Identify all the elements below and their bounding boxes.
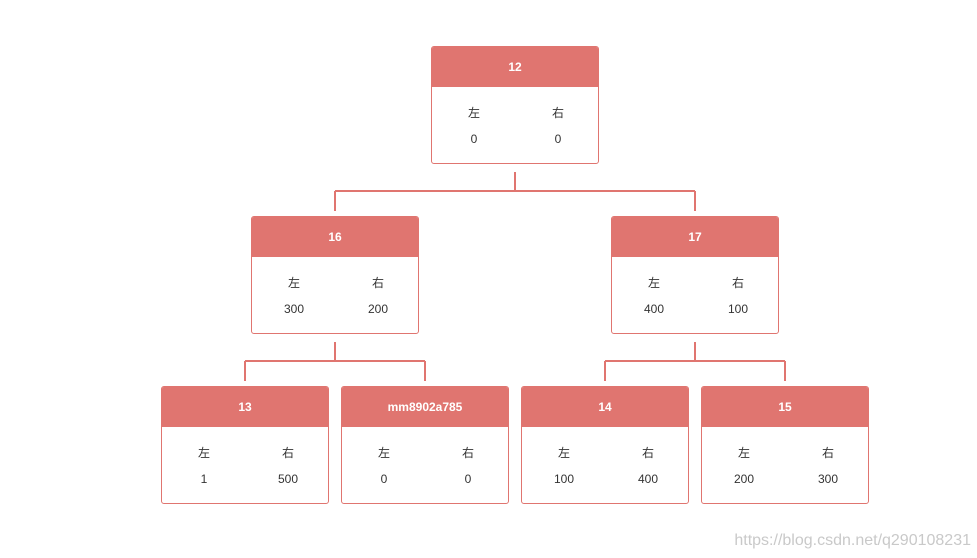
left-label: 左 — [467, 106, 480, 120]
node-title: mm8902a785 — [342, 387, 508, 427]
node-title: 13 — [162, 387, 328, 427]
tree-node-root: 12 左 右 0 0 — [431, 46, 599, 164]
right-label: 右 — [281, 446, 294, 460]
tree-node-13: 13 左 右 1 500 — [161, 386, 329, 504]
right-label: 右 — [461, 446, 474, 460]
node-body: 左 右 100 400 — [522, 427, 688, 503]
node-title: 16 — [252, 217, 418, 257]
node-body: 左 右 200 300 — [702, 427, 868, 503]
right-value: 400 — [637, 472, 659, 486]
left-label: 左 — [377, 446, 390, 460]
tree-node-14: 14 左 右 100 400 — [521, 386, 689, 504]
right-label: 右 — [731, 276, 744, 290]
node-title: 17 — [612, 217, 778, 257]
right-value: 500 — [277, 472, 299, 486]
right-value: 200 — [367, 302, 389, 316]
right-label: 右 — [371, 276, 384, 290]
node-title: 14 — [522, 387, 688, 427]
left-value: 0 — [470, 132, 478, 146]
left-label: 左 — [557, 446, 570, 460]
left-value: 100 — [553, 472, 575, 486]
left-label: 左 — [287, 276, 300, 290]
watermark: https://blog.csdn.net/q290108231 — [734, 532, 971, 549]
node-title: 15 — [702, 387, 868, 427]
left-label: 左 — [197, 446, 210, 460]
connector-16 — [244, 342, 426, 381]
left-value: 300 — [283, 302, 305, 316]
node-body: 左 右 1 500 — [162, 427, 328, 503]
left-label: 左 — [647, 276, 660, 290]
node-body: 左 右 0 0 — [342, 427, 508, 503]
node-body: 左 右 0 0 — [432, 87, 598, 163]
node-body: 左 右 300 200 — [252, 257, 418, 333]
left-value: 400 — [643, 302, 665, 316]
tree-node-15: 15 左 右 200 300 — [701, 386, 869, 504]
connector-root — [334, 172, 696, 211]
tree-node-16: 16 左 右 300 200 — [251, 216, 419, 334]
right-value: 0 — [464, 472, 472, 486]
left-value: 1 — [200, 472, 208, 486]
right-value: 100 — [727, 302, 749, 316]
connector-17 — [604, 342, 786, 381]
right-label: 右 — [641, 446, 654, 460]
right-label: 右 — [551, 106, 564, 120]
right-label: 右 — [821, 446, 834, 460]
left-label: 左 — [737, 446, 750, 460]
node-body: 左 右 400 100 — [612, 257, 778, 333]
right-value: 0 — [554, 132, 562, 146]
left-value: 200 — [733, 472, 755, 486]
right-value: 300 — [817, 472, 839, 486]
tree-node-17: 17 左 右 400 100 — [611, 216, 779, 334]
tree-node-mm8902a785: mm8902a785 左 右 0 0 — [341, 386, 509, 504]
node-title: 12 — [432, 47, 598, 87]
left-value: 0 — [380, 472, 388, 486]
